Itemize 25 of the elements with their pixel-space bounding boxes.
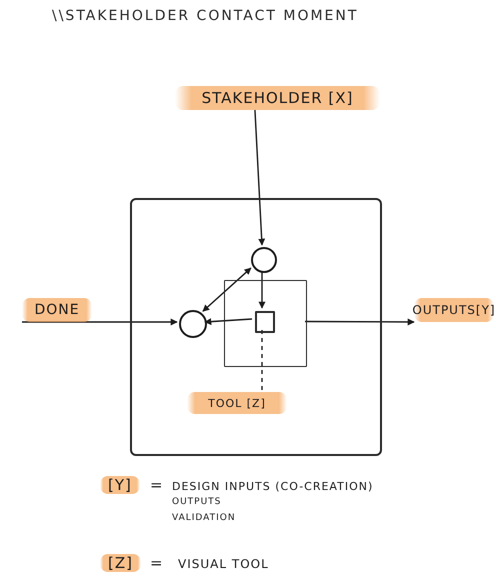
arrow: [22, 318, 178, 326]
equals-sign: =: [150, 554, 164, 572]
arrow: [204, 318, 252, 326]
arrow: [305, 318, 415, 326]
arrow: [254, 110, 266, 246]
equals-sign: =: [150, 476, 164, 494]
arrow: [258, 271, 266, 309]
diagram-title: \\STAKEHOLDER CONTACT MOMENT: [52, 8, 358, 24]
highlighted-label: OUTPUTS[Y]: [414, 298, 494, 322]
key-symbol: [Y]: [100, 476, 140, 494]
key-text: OUTPUTS: [172, 497, 222, 507]
highlighted-label: DONE: [22, 298, 92, 322]
circle-node: [179, 310, 207, 338]
small-square: [255, 311, 275, 333]
leader-line: [261, 330, 263, 390]
frame-box: [130, 198, 382, 456]
arrow: [202, 268, 252, 312]
highlighted-label: STAKEHOLDER [X]: [175, 86, 380, 110]
circle-node: [251, 247, 277, 273]
key-text: DESIGN INPUTS (CO-CREATION): [172, 480, 374, 493]
highlighted-label: TOOL [Z]: [187, 392, 287, 414]
key-text: VISUAL TOOL: [178, 557, 269, 571]
rectangle: [224, 280, 307, 367]
key-text: VALIDATION: [172, 513, 236, 523]
key-symbol: [Z]: [100, 554, 141, 572]
